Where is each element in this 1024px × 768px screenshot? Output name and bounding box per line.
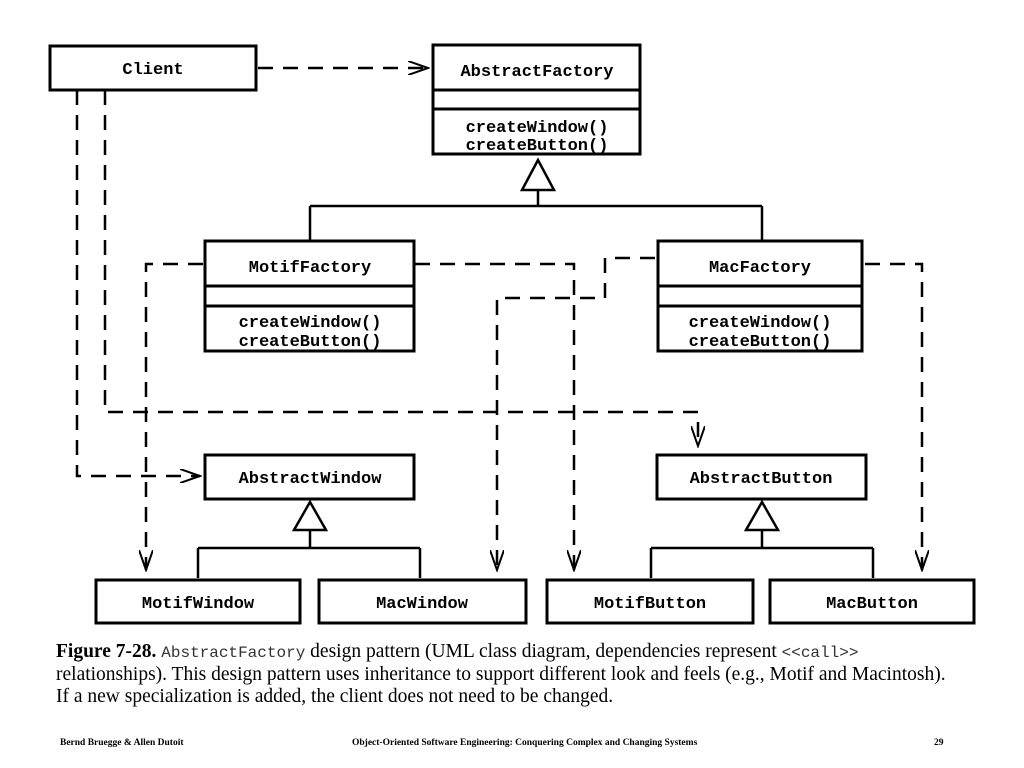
- class-macbutton: [768, 578, 976, 625]
- operation-createbutton: createButton(): [689, 333, 832, 352]
- dependency-motiffactory-motifwindow: [146, 262, 203, 570]
- class-motifbutton: [545, 578, 755, 625]
- footer-page-number: 29: [934, 738, 944, 748]
- operation-createwindow: createWindow(): [239, 314, 382, 333]
- class-name-abstractbutton: AbstractButton: [690, 470, 833, 489]
- class-name-motifbutton: MotifButton: [594, 595, 706, 614]
- footer-authors: Bernd Bruegge & Allen Dutoit: [60, 738, 184, 748]
- inheritance-triangle-abstractfactory: [519, 157, 557, 192]
- dependency-macfactory-macwindow: [497, 256, 655, 570]
- class-name-abstractfactory: AbstractFactory: [460, 63, 613, 82]
- footer-book-title: Object-Oriented Software Engineering: Co…: [352, 738, 698, 748]
- class-name-motifwindow: MotifWindow: [142, 595, 255, 614]
- class-macfactory: [656, 239, 864, 353]
- operation-createwindow: createWindow(): [689, 314, 832, 333]
- class-name-macbutton: MacButton: [826, 595, 918, 614]
- class-name-macwindow: MacWindow: [376, 595, 469, 614]
- operation-createbutton: createButton(): [466, 137, 609, 156]
- slide-footer: Bernd Bruegge & Allen Dutoit Object-Orie…: [0, 738, 1024, 752]
- uml-class-diagram: Client AbstractFactory createWindow() cr…: [48, 43, 976, 625]
- dependency-macfactory-macbutton: [865, 262, 922, 570]
- class-motiffactory: [203, 239, 416, 353]
- class-name-abstractwindow: AbstractWindow: [239, 470, 383, 489]
- inheritance-factories-line: [308, 190, 764, 240]
- caption-class-ref: AbstractFactory: [161, 644, 306, 662]
- class-name-client: Client: [122, 61, 183, 80]
- inheritance-buttons-line: [649, 530, 875, 578]
- operation-createbutton: createButton(): [239, 333, 382, 352]
- operation-createwindow: createWindow(): [466, 119, 609, 138]
- class-motifwindow: [94, 578, 302, 625]
- class-name-macfactory: MacFactory: [709, 259, 811, 278]
- dependency-motiffactory-motifbutton: [415, 262, 574, 570]
- class-macwindow: [317, 578, 528, 625]
- class-abstractwindow: [203, 453, 416, 501]
- dependency-client-abstractbutton: [103, 90, 698, 446]
- class-client: [48, 44, 258, 92]
- class-abstractfactory: [431, 43, 642, 156]
- caption-stereotype: <<call>>: [781, 644, 859, 662]
- class-name-motiffactory: MotifFactory: [249, 259, 371, 278]
- figure-label: Figure 7-28.: [56, 641, 157, 662]
- inheritance-triangle-abstractbutton: [743, 499, 781, 532]
- dependency-client-abstractwindow: [75, 90, 200, 476]
- inheritance-windows-line: [196, 530, 422, 578]
- inheritance-triangle-abstractwindow: [291, 499, 329, 532]
- figure-caption: Figure 7-28. AbstractFactory design patt…: [56, 641, 956, 708]
- caption-text-1: design pattern (UML class diagram, depen…: [305, 641, 782, 662]
- class-abstractbutton: [655, 453, 868, 501]
- caption-text-2: relationships). This design pattern uses…: [56, 664, 946, 707]
